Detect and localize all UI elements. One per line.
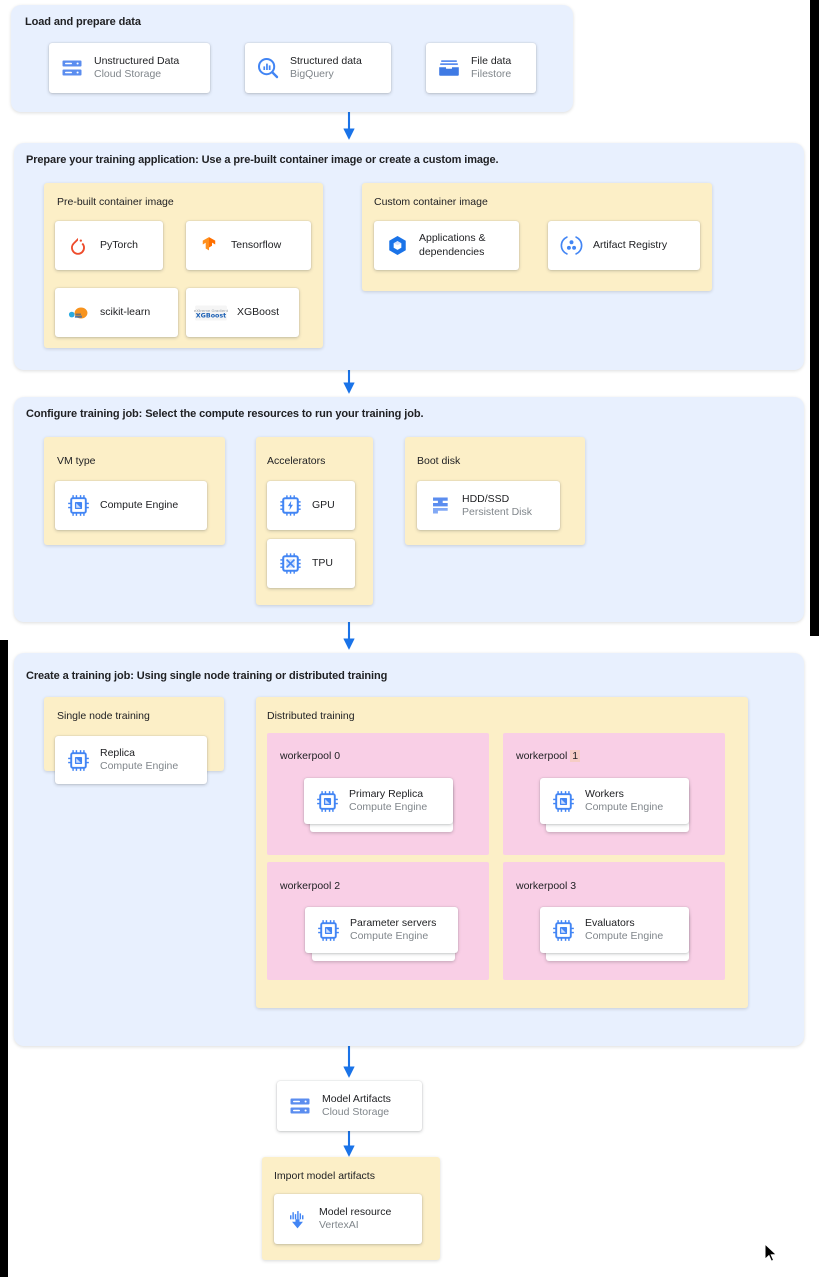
card-model-artifacts[interactable]: Model Artifacts Cloud Storage — [277, 1081, 422, 1131]
card-title: Primary Replica — [349, 788, 424, 801]
card-subtitle: BigQuery — [290, 68, 334, 80]
pool-title-text: workerpool — [516, 750, 571, 762]
container-icon — [384, 233, 410, 259]
pool-title-workerpool-3: workerpool 3 — [516, 880, 577, 892]
right-edge-artifact-bar — [810, 0, 819, 636]
card-tpu[interactable]: TPU — [267, 539, 355, 588]
card-title: Unstructured Data — [94, 55, 180, 68]
artifact-registry-icon — [558, 233, 584, 259]
cpu-icon — [550, 788, 576, 814]
card-pytorch[interactable]: PyTorch — [55, 221, 163, 270]
card-subtitle: Compute Engine — [585, 930, 664, 942]
card-title: Parameter servers — [350, 917, 437, 930]
card-subtitle: Filestore — [471, 68, 512, 80]
card-title: HDD/SSD — [462, 492, 510, 505]
stage-title-load: Load and prepare data — [25, 16, 141, 28]
card-subtitle: Compute Engine — [585, 801, 664, 813]
card-gpu[interactable]: GPU — [267, 481, 355, 530]
card-title: TPU — [312, 557, 333, 570]
group-title-vm-type: VM type — [57, 455, 96, 467]
stage-title-prepare: Prepare your training application: Use a… — [26, 154, 499, 166]
card-subtitle: VertexAI — [319, 1219, 359, 1231]
card-artifact-registry[interactable]: Artifact Registry — [548, 221, 700, 270]
card-title: Tensorflow — [231, 239, 282, 252]
group-title-custom: Custom container image — [374, 196, 488, 208]
card-subtitle: Persistent Disk — [462, 505, 533, 518]
filestore-icon — [436, 55, 462, 81]
card-primary-replica[interactable]: Primary Replica Compute Engine — [304, 778, 453, 824]
pytorch-icon — [65, 233, 91, 259]
card-title: Compute Engine — [100, 499, 179, 512]
card-title: Structured data — [290, 55, 362, 68]
card-title: scikit-learn — [100, 306, 151, 319]
group-title-accelerators: Accelerators — [267, 455, 326, 467]
card-title: Workers — [585, 788, 624, 801]
card-title: Applications & dependencies — [419, 232, 486, 258]
card-hdd-ssd[interactable]: HDD/SSD Persistent Disk — [417, 481, 560, 530]
card-title: Artifact Registry — [593, 239, 668, 252]
card-subtitle: Compute Engine — [350, 930, 429, 942]
group-title-distributed: Distributed training — [267, 710, 355, 722]
cpu-icon — [314, 788, 340, 814]
group-title-pre-built: Pre-built container image — [57, 196, 174, 208]
card-subtitle: Cloud Storage — [94, 68, 162, 80]
selected-text-token[interactable]: 1 — [570, 750, 581, 762]
card-subtitle: Compute Engine — [100, 760, 179, 772]
card-subtitle: Cloud Storage — [322, 1106, 390, 1118]
group-title-single-node: Single node training — [57, 710, 150, 722]
card-applications-and-dependencies[interactable]: Applications & dependencies — [374, 221, 519, 270]
cloud-storage-icon — [287, 1093, 313, 1119]
cpu-icon — [550, 917, 576, 943]
card-model-resource[interactable]: Model resource VertexAI — [274, 1194, 422, 1244]
card-xgboost[interactable]: XGBoost — [186, 288, 299, 337]
pool-title-workerpool-0: workerpool 0 — [280, 750, 341, 762]
card-workers[interactable]: Workers Compute Engine — [540, 778, 689, 824]
card-scikit-learn[interactable]: scikit-learn — [55, 288, 178, 337]
card-title: Model resource — [319, 1206, 392, 1219]
card-subtitle: Compute Engine — [349, 801, 428, 813]
stage-title-configure: Configure training job: Select the compu… — [26, 408, 424, 420]
gpu-icon — [277, 493, 303, 519]
pool-title-workerpool-2: workerpool 2 — [280, 880, 341, 892]
card-title: PyTorch — [100, 239, 138, 252]
cpu-icon — [315, 917, 341, 943]
card-title: GPU — [312, 499, 335, 512]
card-replica[interactable]: Replica Compute Engine — [55, 736, 207, 784]
cpu-icon — [65, 493, 91, 519]
card-title: Model Artifacts — [322, 1093, 391, 1106]
card-title: Replica — [100, 747, 136, 760]
card-title: File data — [471, 55, 512, 68]
group-title-boot-disk: Boot disk — [417, 455, 461, 467]
xgboost-icon — [194, 300, 228, 326]
stage-title-create: Create a training job: Using single node… — [26, 670, 388, 682]
tensorflow-icon — [196, 233, 222, 259]
scikit-learn-icon — [65, 300, 91, 326]
card-structured-data[interactable]: Structured data BigQuery — [245, 43, 391, 93]
pool-title-workerpool-1: workerpool 1 — [516, 750, 581, 762]
bigquery-icon — [255, 55, 281, 81]
card-compute-engine-vm[interactable]: Compute Engine — [55, 481, 207, 530]
left-edge-artifact-bar — [0, 640, 8, 1277]
mouse-cursor — [764, 1243, 778, 1262]
card-parameter-servers[interactable]: Parameter servers Compute Engine — [305, 907, 458, 953]
card-unstructured-data[interactable]: Unstructured Data Cloud Storage — [49, 43, 210, 93]
card-evaluators[interactable]: Evaluators Compute Engine — [540, 907, 689, 953]
model-resource-icon — [284, 1206, 310, 1232]
card-title: Evaluators — [585, 917, 635, 930]
persistent-disk-icon — [427, 493, 453, 519]
card-file-data[interactable]: File data Filestore — [426, 43, 536, 93]
card-tensorflow[interactable]: Tensorflow — [186, 221, 311, 270]
group-title-import-model-artifacts: Import model artifacts — [274, 1170, 375, 1182]
cpu-icon — [65, 747, 91, 773]
tpu-icon — [277, 551, 303, 577]
cloud-storage-icon — [59, 55, 85, 81]
card-title: XGBoost — [237, 306, 280, 319]
